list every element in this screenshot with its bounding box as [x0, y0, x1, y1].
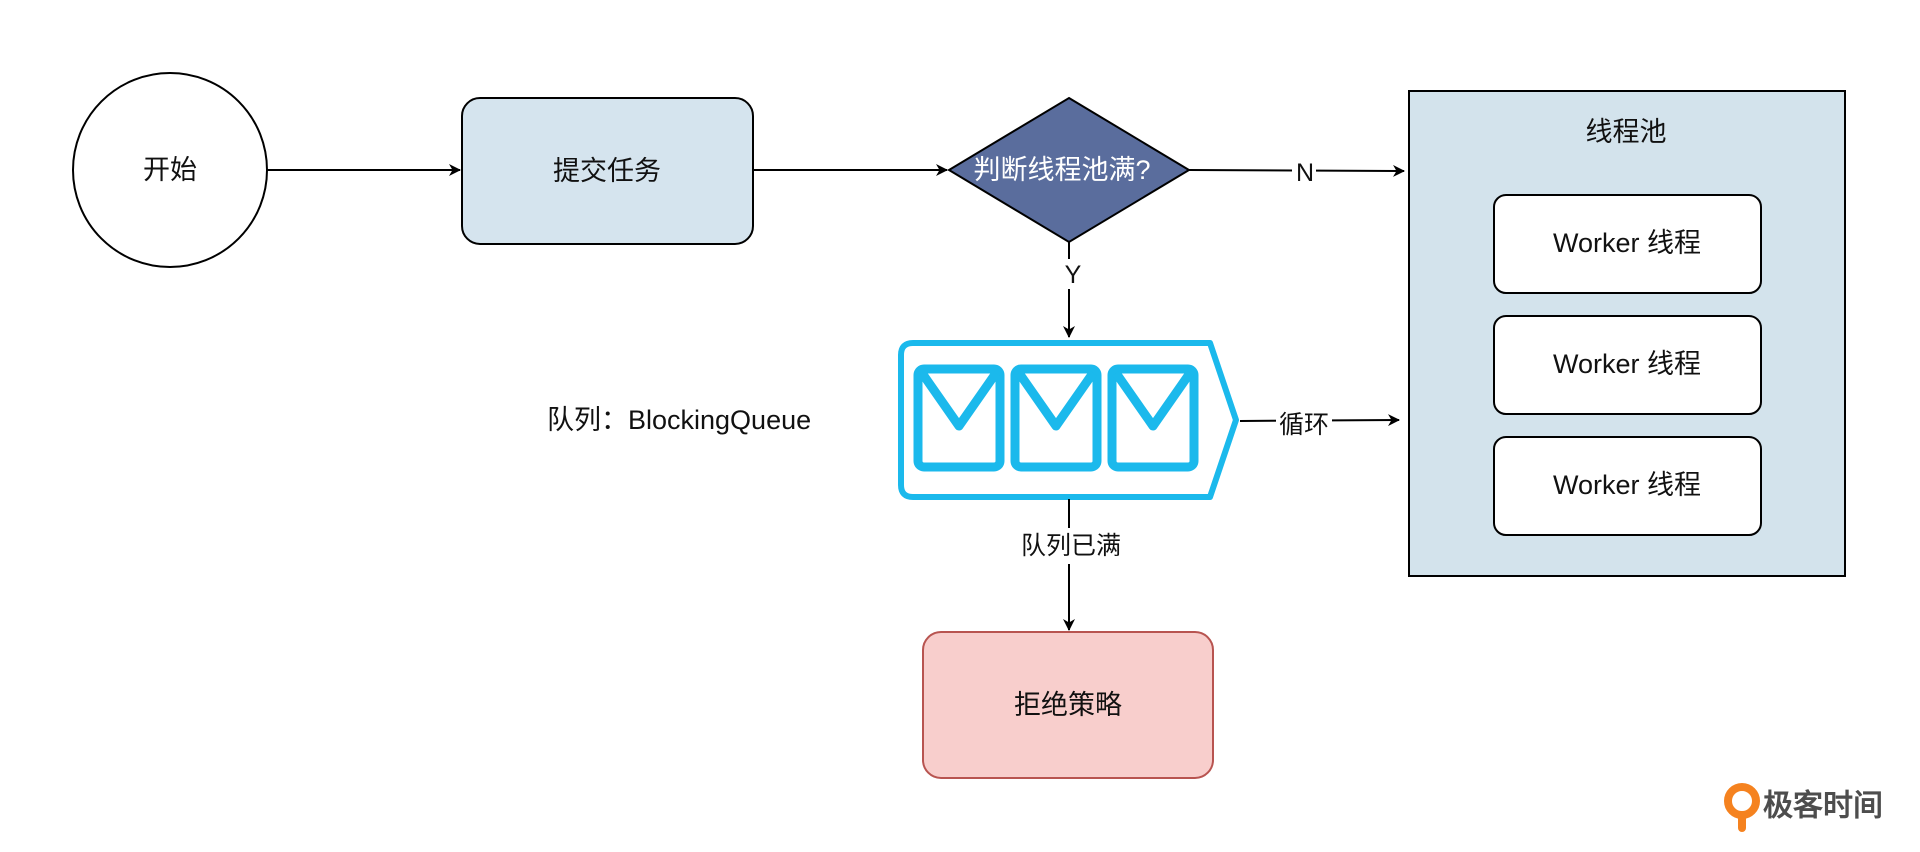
reject-policy-box	[922, 631, 1214, 779]
queue-label: 队列：BlockingQueue	[547, 405, 811, 435]
worker-thread-box	[1493, 194, 1762, 294]
envelope-flap	[1112, 370, 1194, 431]
logo-ring	[1724, 783, 1760, 819]
decision-label: 判断线程池满?	[973, 155, 1150, 185]
envelope-icon	[913, 364, 1005, 472]
edge-yes-label-bg	[1059, 259, 1085, 289]
thread-pool-container: 线程池 Worker 线程 Worker 线程 Worker 线程	[1408, 90, 1846, 577]
submit-task-node: 提交任务	[461, 97, 754, 245]
start-label: 开始	[143, 155, 197, 185]
edge-yes-label: Y	[1065, 261, 1082, 289]
decision-node: 判断线程池满?	[947, 96, 1191, 244]
edge-queue-full-label: 队列已满	[1021, 532, 1121, 560]
worker-thread-box	[1493, 315, 1762, 415]
envelope-icon	[1107, 364, 1199, 472]
envelope-flap	[918, 370, 1000, 431]
worker-thread-label: Worker 线程	[1553, 470, 1701, 500]
envelope-icon	[1010, 364, 1102, 472]
worker-thread-2: Worker 线程	[1493, 315, 1762, 415]
geektime-logo-icon	[1724, 783, 1760, 832]
edge-queue-to-pool: 循环	[1239, 408, 1400, 442]
queue-icon	[898, 340, 1239, 500]
edge-decision-to-pool: N	[1188, 158, 1405, 187]
reject-policy-label: 拒绝策略	[1014, 690, 1122, 720]
worker-thread-label: Worker 线程	[1553, 349, 1701, 379]
worker-thread-3: Worker 线程	[1493, 436, 1762, 536]
geektime-logo: 极客时间	[1724, 783, 1883, 832]
edge-decision-to-queue: Y	[1059, 242, 1085, 338]
logo-text: 极客时间	[1763, 789, 1883, 823]
start-node: 开始	[72, 72, 268, 268]
edge-no-label-bg	[1292, 158, 1316, 186]
worker-thread-1: Worker 线程	[1493, 194, 1762, 294]
worker-thread-box	[1493, 436, 1762, 536]
reject-policy-node: 拒绝策略	[922, 631, 1214, 779]
edge-loop-label-bg	[1276, 408, 1332, 442]
edge-queue-to-reject: 队列已满	[1012, 499, 1130, 631]
edge-queue-full-label-bg	[1012, 528, 1130, 564]
envelope-flap	[1015, 370, 1097, 431]
thread-pool-title: 线程池	[1586, 117, 1667, 147]
edge-no-label: N	[1296, 159, 1314, 187]
worker-thread-label: Worker 线程	[1553, 228, 1701, 258]
submit-task-label: 提交任务	[553, 156, 661, 186]
edge-loop-label: 循环	[1279, 411, 1329, 439]
